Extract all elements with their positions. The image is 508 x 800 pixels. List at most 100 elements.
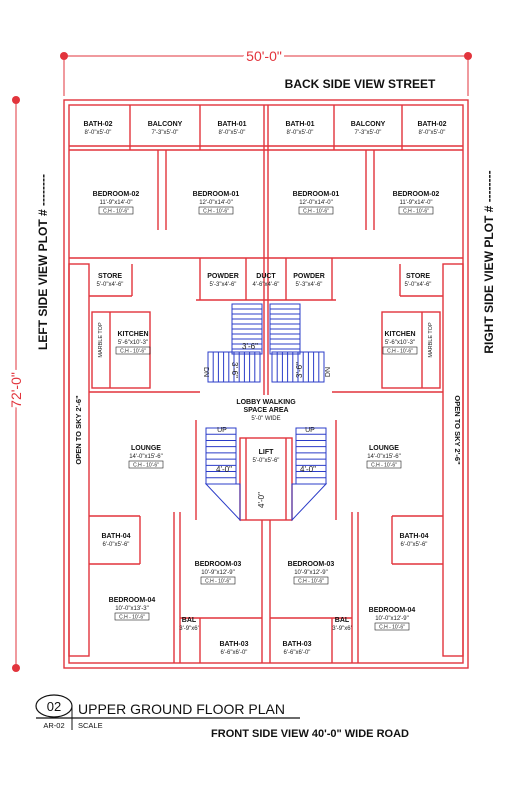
room-size: 5'-0"x4'-6"	[405, 282, 432, 288]
room-size: 10'-9"x12'-9"	[201, 570, 235, 576]
room-size: 5'-3"x4'-6"	[296, 282, 323, 288]
room-size: 10'-9"x12'-9"	[294, 570, 328, 576]
room-name: LOUNGE	[369, 445, 399, 452]
room-name: BATH-01	[217, 121, 246, 128]
front-street-label: FRONT SIDE VIEW 40'-0" WIDE ROAD	[211, 728, 409, 740]
stair-width-top: 3'-6"	[242, 342, 258, 351]
stair-width-right: 3'-6"	[295, 362, 304, 378]
room-bath01-l: BATH-018'-0"x5'-0"	[217, 121, 246, 136]
room-bed02-r: BEDROOM-02 11'-9"x14'-0" C.H - 10'-6"	[393, 191, 440, 215]
room-size: 4'-6"x4'-6"	[253, 282, 280, 288]
ceiling-height: C.H - 10'-6"	[120, 349, 146, 355]
lobby-name-1: LOBBY WALKING	[236, 399, 296, 406]
room-size: 3'-9"x6'	[179, 626, 198, 632]
room-size: 8'-0"x5'-0"	[287, 130, 314, 136]
room-size: 8'-0"x5'-0"	[85, 130, 112, 136]
staircase	[204, 303, 328, 522]
room-name: BEDROOM-01	[193, 191, 240, 198]
room-name: BEDROOM-03	[195, 561, 242, 568]
room-size: 7'-3"x5'-0"	[152, 130, 179, 136]
room-name: BALCONY	[351, 121, 386, 128]
scale-label: SCALE	[78, 721, 103, 730]
room-size: 11'-9"x14'-0"	[99, 200, 132, 206]
back-street-label: BACK SIDE VIEW STREET	[285, 77, 436, 91]
left-dimension: 72'-0"	[5, 96, 27, 672]
lift-width-bottom: 4'-0"	[257, 492, 266, 508]
room-lounge-r: LOUNGE 14'-0"x15'-6" C.H - 10'-6"	[366, 445, 402, 469]
room-size: 8'-0"x5'-0"	[419, 130, 446, 136]
room-labels: BATH-02 8'-0"x5'-0" BALCONY 7'-3"x5'-0" BATH…	[83, 121, 446, 656]
room-size: 12'-0"x14'-0"	[299, 200, 333, 206]
room-name: BATH-03	[282, 641, 311, 648]
room-name: BATH-02	[83, 121, 112, 128]
right-plot-label: RIGHT SIDE VIEW PLOT # --------	[482, 170, 496, 353]
room-size: 12'-0"x14'-0"	[199, 200, 233, 206]
room-name: KITCHEN	[117, 331, 148, 338]
room-name: BEDROOM-02	[93, 191, 140, 198]
room-bath03-l: BATH-036'-6"x6'-0"	[219, 641, 248, 656]
room-name: BALCONY	[148, 121, 183, 128]
room-bath02-l: BATH-02 8'-0"x5'-0"	[83, 121, 112, 136]
marble-top-right: MARBLE TOP	[428, 322, 434, 358]
room-size: 10'-0"x13'-3"	[115, 606, 149, 612]
lobby-size: 5'-0" WIDE	[251, 416, 280, 422]
open-sky-right: OPEN TO SKY 2'-6"	[453, 395, 462, 465]
ceiling-height: C.H - 10'-6"	[371, 463, 397, 469]
room-size: 5'-6"x10'-3"	[118, 340, 148, 346]
room-size: 5'-0"x4'-6"	[97, 282, 124, 288]
walls	[63, 99, 469, 669]
room-size: 6'-6"x6'-0"	[284, 650, 311, 656]
room-name: BATH-01	[285, 121, 314, 128]
ceiling-height: C.H - 10'-6"	[205, 579, 231, 585]
room-name: BEDROOM-03	[288, 561, 335, 568]
room-size: 6'-0"x5'-6"	[401, 542, 428, 548]
top-dimension: 50'-0"	[60, 45, 472, 96]
room-name: BATH-04	[399, 533, 428, 540]
up-label-right: UP	[305, 427, 315, 434]
ceiling-height: C.H - 10'-6"	[298, 579, 324, 585]
ceiling-height: C.H - 10'-6"	[379, 625, 405, 631]
ceiling-height: C.H - 10'-6"	[387, 349, 413, 355]
ceiling-height: C.H - 10'-6"	[303, 209, 329, 215]
sheet-number: AR-02	[43, 721, 64, 730]
room-size: 6'-0"x5'-6"	[103, 542, 130, 548]
dn-label-left: DN	[202, 367, 209, 377]
room-size: 11'-9"x14'-0"	[399, 200, 432, 206]
room-kitchen-l: KITCHEN 5'-6"x10'-3" C.H - 10'-6"	[115, 331, 151, 355]
up-label-left: UP	[217, 427, 227, 434]
ceiling-height: C.H - 10'-6"	[403, 209, 429, 215]
lift-width-left: 4'-0"	[216, 465, 232, 474]
room-store-l: STORE 5'-0"x4'-6"	[97, 273, 124, 288]
room-name: STORE	[406, 273, 430, 280]
room-bath04-l: BATH-046'-0"x5'-6"	[101, 533, 130, 548]
title-text: UPPER GROUND FLOOR PLAN	[78, 701, 285, 717]
room-balcony-l: BALCONY 7'-3"x5'-0"	[148, 121, 183, 136]
room-size: 3'-9"x6'	[332, 626, 351, 632]
title-number: 02	[47, 699, 61, 714]
room-name: BEDROOM-02	[393, 191, 440, 198]
room-bath01-r: BATH-01 8'-0"x5'-0"	[285, 121, 314, 136]
lift-name: LIFT	[259, 449, 274, 456]
dn-label-right: DN	[325, 367, 332, 377]
title-block: 02 UPPER GROUND FLOOR PLAN AR-02 SCALE	[35, 694, 300, 730]
room-size: 14'-0"x15'-6"	[367, 454, 401, 460]
room-name: STORE	[98, 273, 122, 280]
room-bed03-l: BEDROOM-03 10'-9"x12'-9" C.H - 10'-6"	[195, 561, 242, 585]
room-size: 5'-3"x4'-6"	[210, 282, 237, 288]
room-name: BEDROOM-04	[109, 597, 156, 604]
room-bath04-r: BATH-04 6'-0"x5'-6"	[399, 533, 428, 548]
ceiling-height: C.H - 10'-6"	[133, 463, 159, 469]
room-size: 14'-0"x15'-6"	[129, 454, 163, 460]
room-name: BEDROOM-04	[369, 607, 416, 614]
marble-top-left: MARBLE TOP	[98, 322, 104, 358]
